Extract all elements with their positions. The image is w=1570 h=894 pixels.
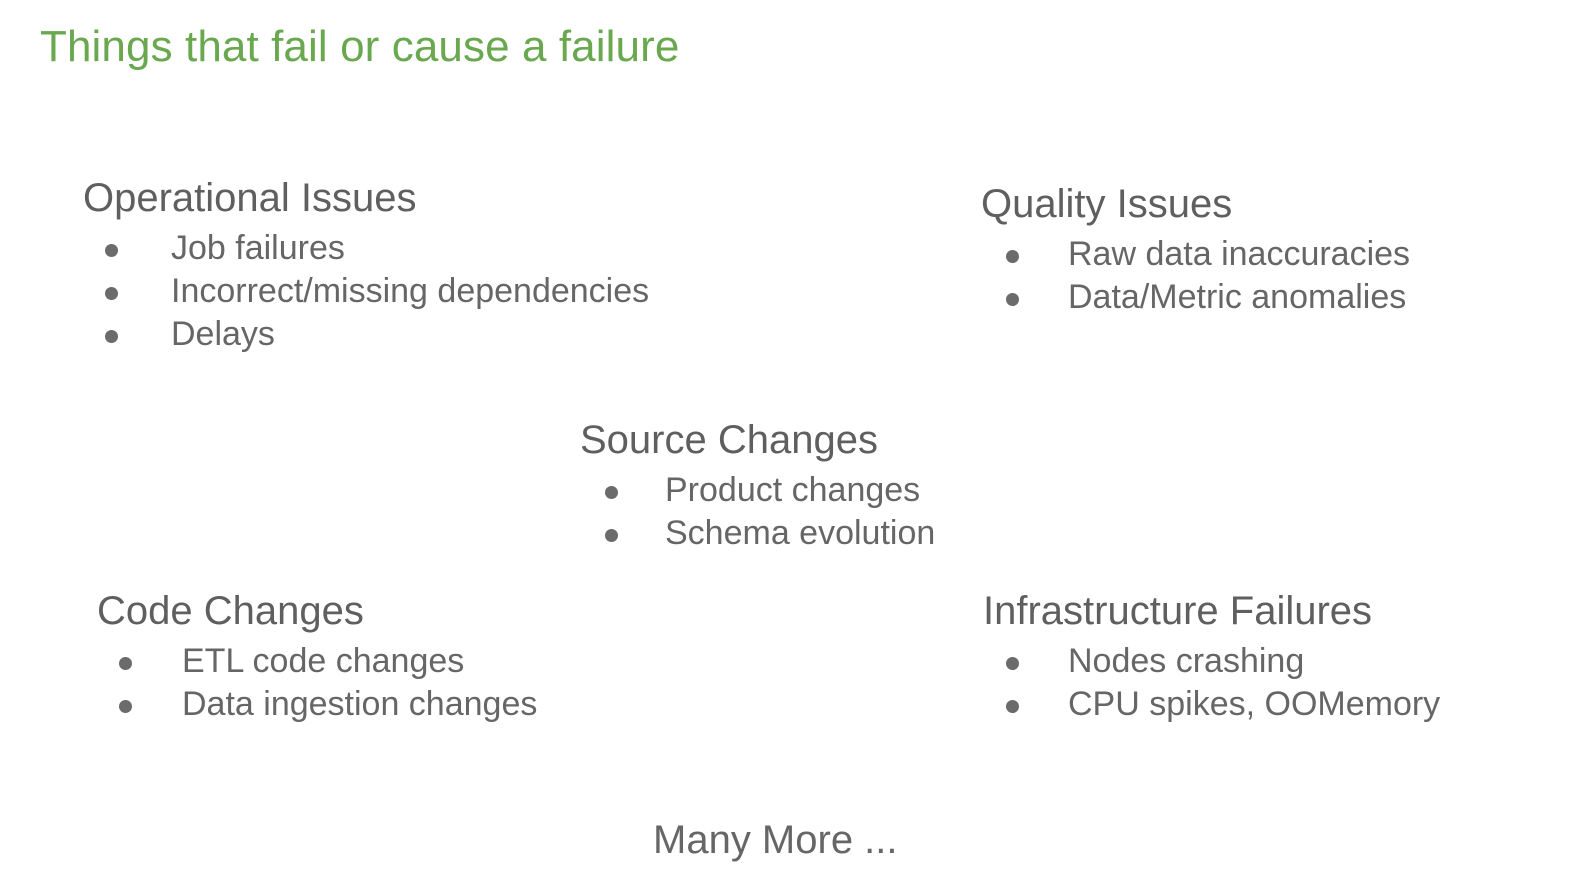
bullet-list-code-changes: ETL code changes Data ingestion changes <box>97 640 537 726</box>
bullet-dot-icon <box>105 243 118 257</box>
bullet-list-source-changes: Product changes Schema evolution <box>580 469 935 555</box>
list-item: CPU spikes, OOMemory <box>983 683 1440 726</box>
list-item: Schema evolution <box>580 512 935 555</box>
bullet-dot-icon <box>119 699 132 713</box>
list-item-label: Product changes <box>665 470 921 509</box>
list-item: Nodes crashing <box>983 640 1440 683</box>
section-source-changes: Source Changes Product changes Schema ev… <box>580 418 935 555</box>
section-heading-source-changes: Source Changes <box>580 418 878 462</box>
list-item: Data ingestion changes <box>97 683 537 726</box>
section-heading-code-changes: Code Changes <box>97 589 364 633</box>
list-item: Product changes <box>580 469 935 512</box>
bullet-dot-icon <box>105 286 118 300</box>
footer-note: Many More ... <box>653 818 898 862</box>
list-item: Raw data inaccuracies <box>981 233 1410 276</box>
list-item-label: Incorrect/missing dependencies <box>171 271 650 310</box>
section-heading-operational-issues: Operational Issues <box>83 176 417 220</box>
section-code-changes: Code Changes ETL code changes Data inges… <box>97 589 537 726</box>
list-item: Data/Metric anomalies <box>981 276 1410 319</box>
bullet-dot-icon <box>1006 292 1019 306</box>
bullet-dot-icon <box>605 528 618 542</box>
list-item-label: Raw data inaccuracies <box>1068 234 1411 273</box>
bullet-list-operational-issues: Job failures Incorrect/missing dependenc… <box>83 227 649 356</box>
list-item-label: Schema evolution <box>665 513 936 552</box>
list-item: Job failures <box>83 227 649 270</box>
list-item-label: ETL code changes <box>182 641 465 680</box>
list-item-label: Job failures <box>171 228 345 267</box>
list-item-label: Nodes crashing <box>1068 641 1305 680</box>
bullet-dot-icon <box>605 485 618 499</box>
section-heading-infrastructure-failures: Infrastructure Failures <box>983 589 1373 633</box>
bullet-dot-icon <box>1006 699 1019 713</box>
list-item: Incorrect/missing dependencies <box>83 270 649 313</box>
list-item-label: Data ingestion changes <box>182 684 538 723</box>
list-item: Delays <box>83 313 649 356</box>
bullet-dot-icon <box>1006 249 1019 263</box>
bullet-dot-icon <box>105 329 118 343</box>
section-infrastructure-failures: Infrastructure Failures Nodes crashing C… <box>983 589 1440 726</box>
bullet-dot-icon <box>119 656 132 670</box>
list-item: ETL code changes <box>97 640 537 683</box>
list-item-label: CPU spikes, OOMemory <box>1068 684 1441 723</box>
list-item-label: Data/Metric anomalies <box>1068 277 1407 316</box>
section-operational-issues: Operational Issues Job failures Incorrec… <box>83 176 649 356</box>
section-heading-quality-issues: Quality Issues <box>981 182 1233 226</box>
bullet-list-quality-issues: Raw data inaccuracies Data/Metric anomal… <box>981 233 1410 319</box>
section-quality-issues: Quality Issues Raw data inaccuracies Dat… <box>981 182 1410 319</box>
bullet-list-infrastructure-failures: Nodes crashing CPU spikes, OOMemory <box>983 640 1440 726</box>
page-title: Things that fail or cause a failure <box>40 22 680 71</box>
list-item-label: Delays <box>171 314 275 353</box>
bullet-dot-icon <box>1006 656 1019 670</box>
